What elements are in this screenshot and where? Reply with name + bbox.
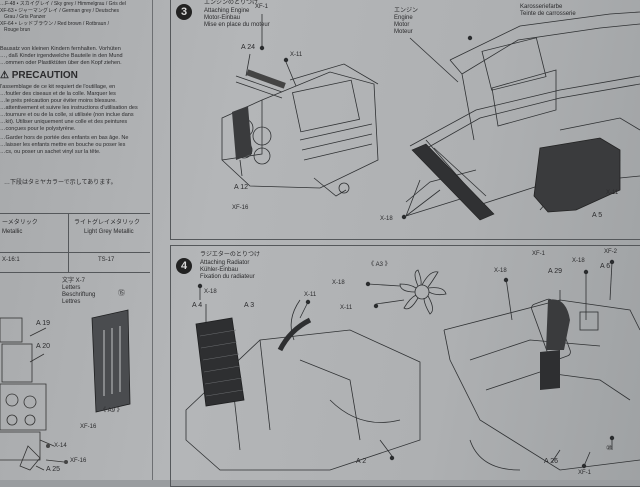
table-header: ーメタリック [2, 220, 38, 226]
engine-label-fr: Moteur [394, 29, 413, 35]
table-subheader: Light Grey Metallic [84, 229, 134, 235]
paint-label: XF-1 [532, 251, 546, 257]
step-number: 3 [176, 4, 192, 20]
part-label: A 6 [600, 263, 611, 270]
column-divider [152, 0, 153, 480]
french-warning: …kit). Utiliser uniquement une colle et … [0, 119, 128, 125]
japanese-note: …下段はタミヤカラーで示してあります。 [4, 180, 117, 186]
paint-line: XF-63 • ジャーマングレイ / German grey / Deutsch… [0, 8, 120, 14]
part-label: A 20 [36, 343, 51, 350]
paint-line: …F-48 • スカイグレイ / Sky grey / Himmelgrau /… [0, 1, 126, 7]
callout-number: ⑩ [606, 445, 613, 452]
engine-label-en: Engine [394, 15, 413, 21]
step-title-fr: Fixation du radiateur [200, 274, 255, 280]
step-3-panel [170, 0, 640, 240]
table-cell: X-16:1 [2, 257, 20, 263]
part-label: A 2 [356, 458, 367, 465]
paint-label: XF-2 [604, 249, 618, 255]
french-warning: …Garder hors de portée des enfants en ba… [0, 135, 129, 141]
step-title-jp: エンジンのとりつけ [204, 0, 259, 6]
warning-icon: ⚠ [0, 70, 9, 81]
part-label: A 12 [234, 184, 249, 191]
engine-label-de: Motor [394, 22, 410, 28]
step-title-de: Kühler-Einbau [200, 267, 239, 273]
part-label: A 4 [192, 302, 203, 309]
letters-label-jp: 文字 X-7 [62, 278, 86, 284]
paint-label: X-11 [290, 52, 303, 58]
french-warning: …le prés précaution pour éviter moins bl… [0, 98, 117, 104]
part-callout: 《 A3 》 [368, 262, 391, 268]
step-title-jp: ラジエターのとりつけ [200, 252, 260, 258]
step-title-fr: Mise en place du moteur [204, 22, 270, 28]
paint-label: X-11 [606, 190, 619, 196]
paint-line: XF-64 • レッドブラウン / Red brown / Rotbraun / [0, 21, 110, 27]
paint-label: XF-16 [232, 205, 249, 211]
paint-label: X-11 [340, 305, 353, 311]
paint-label: X-18 [494, 268, 507, 274]
paint-label: XF-1 [578, 470, 592, 476]
body-color-fr: Teinte de carrosserie [520, 11, 576, 17]
paint-label: X-18 [204, 289, 217, 295]
engine-illustration [0, 317, 68, 471]
table-header: ライトグレイメタリック [74, 220, 141, 226]
paint-line: Rouge brun [4, 27, 31, 33]
part-label: A 29 [548, 268, 563, 275]
part-label: A 5 [592, 212, 603, 219]
callout-number: ⑮ [118, 290, 125, 297]
paint-label: XF-16 [80, 424, 97, 430]
step-title-en: Attaching Radiator [200, 260, 250, 266]
paint-label: X-18 [380, 216, 393, 222]
part-label: A 24 [241, 44, 256, 51]
precaution-heading: ⚠ PRECAUTION [0, 70, 78, 81]
part-label: A 19 [36, 320, 51, 327]
left-column: …F-48 • スカイグレイ / Sky grey / Himmelgrau /… [0, 0, 150, 480]
german-warning: …ommen oder Plastiktüten über den Kopf z… [0, 60, 122, 66]
paint-table: ーメタリック Metallic ライトグレイメタリック Light Grey M… [0, 213, 150, 273]
step-title-de: Motor-Einbau [204, 15, 241, 21]
table-subheader: Metallic [2, 229, 23, 235]
part-label: A 25 [46, 466, 61, 473]
engine-label-jp: エンジン [394, 8, 419, 14]
step-number: 4 [176, 258, 192, 274]
paint-label: X-14 [54, 443, 67, 449]
paint-label: X-18 [572, 258, 585, 264]
paint-line: Grau / Gris Panzer [4, 14, 46, 20]
german-warning: Bausatz von kleinen Kindern fernhalten. … [0, 46, 121, 52]
french-warning: …laisser les enfants mettre en bouche ou… [0, 142, 126, 148]
french-warning: …foutler des ciseaux et de la colle. Mar… [0, 91, 116, 97]
letters-label-fr: Lettres [62, 299, 81, 305]
part-callout: 《 A9 》 [100, 408, 123, 414]
part-label: A 26 [544, 458, 559, 465]
french-warning: …conçues pour le polystyrène. [0, 126, 76, 132]
paint-label: XF-16 [70, 458, 87, 464]
body-color-de: Karosseriefarbe [520, 4, 563, 10]
part-label: A 3 [244, 302, 255, 309]
french-warning: …attentivement et suivre les instruction… [0, 105, 138, 111]
letters-label-en: Letters [62, 285, 81, 291]
paint-label: XF-1 [255, 4, 269, 10]
step-title-en: Attaching Engine [204, 8, 250, 14]
table-cell: TS-17 [98, 257, 115, 263]
paint-label: X-18 [332, 280, 345, 286]
french-warning: …tournure et ou de la colle, si utilisée… [0, 112, 134, 118]
letters-label-de: Beschriftung [62, 292, 96, 298]
paint-label: X-11 [304, 292, 317, 298]
german-warning: …, daß Kinder irgendwelche Bauteile in d… [0, 53, 123, 59]
french-warning: …cs, ou poser un sachet vinyl sur la têt… [0, 149, 101, 155]
french-warning: l'assemblage de ce kit requiert de l'out… [0, 84, 116, 90]
